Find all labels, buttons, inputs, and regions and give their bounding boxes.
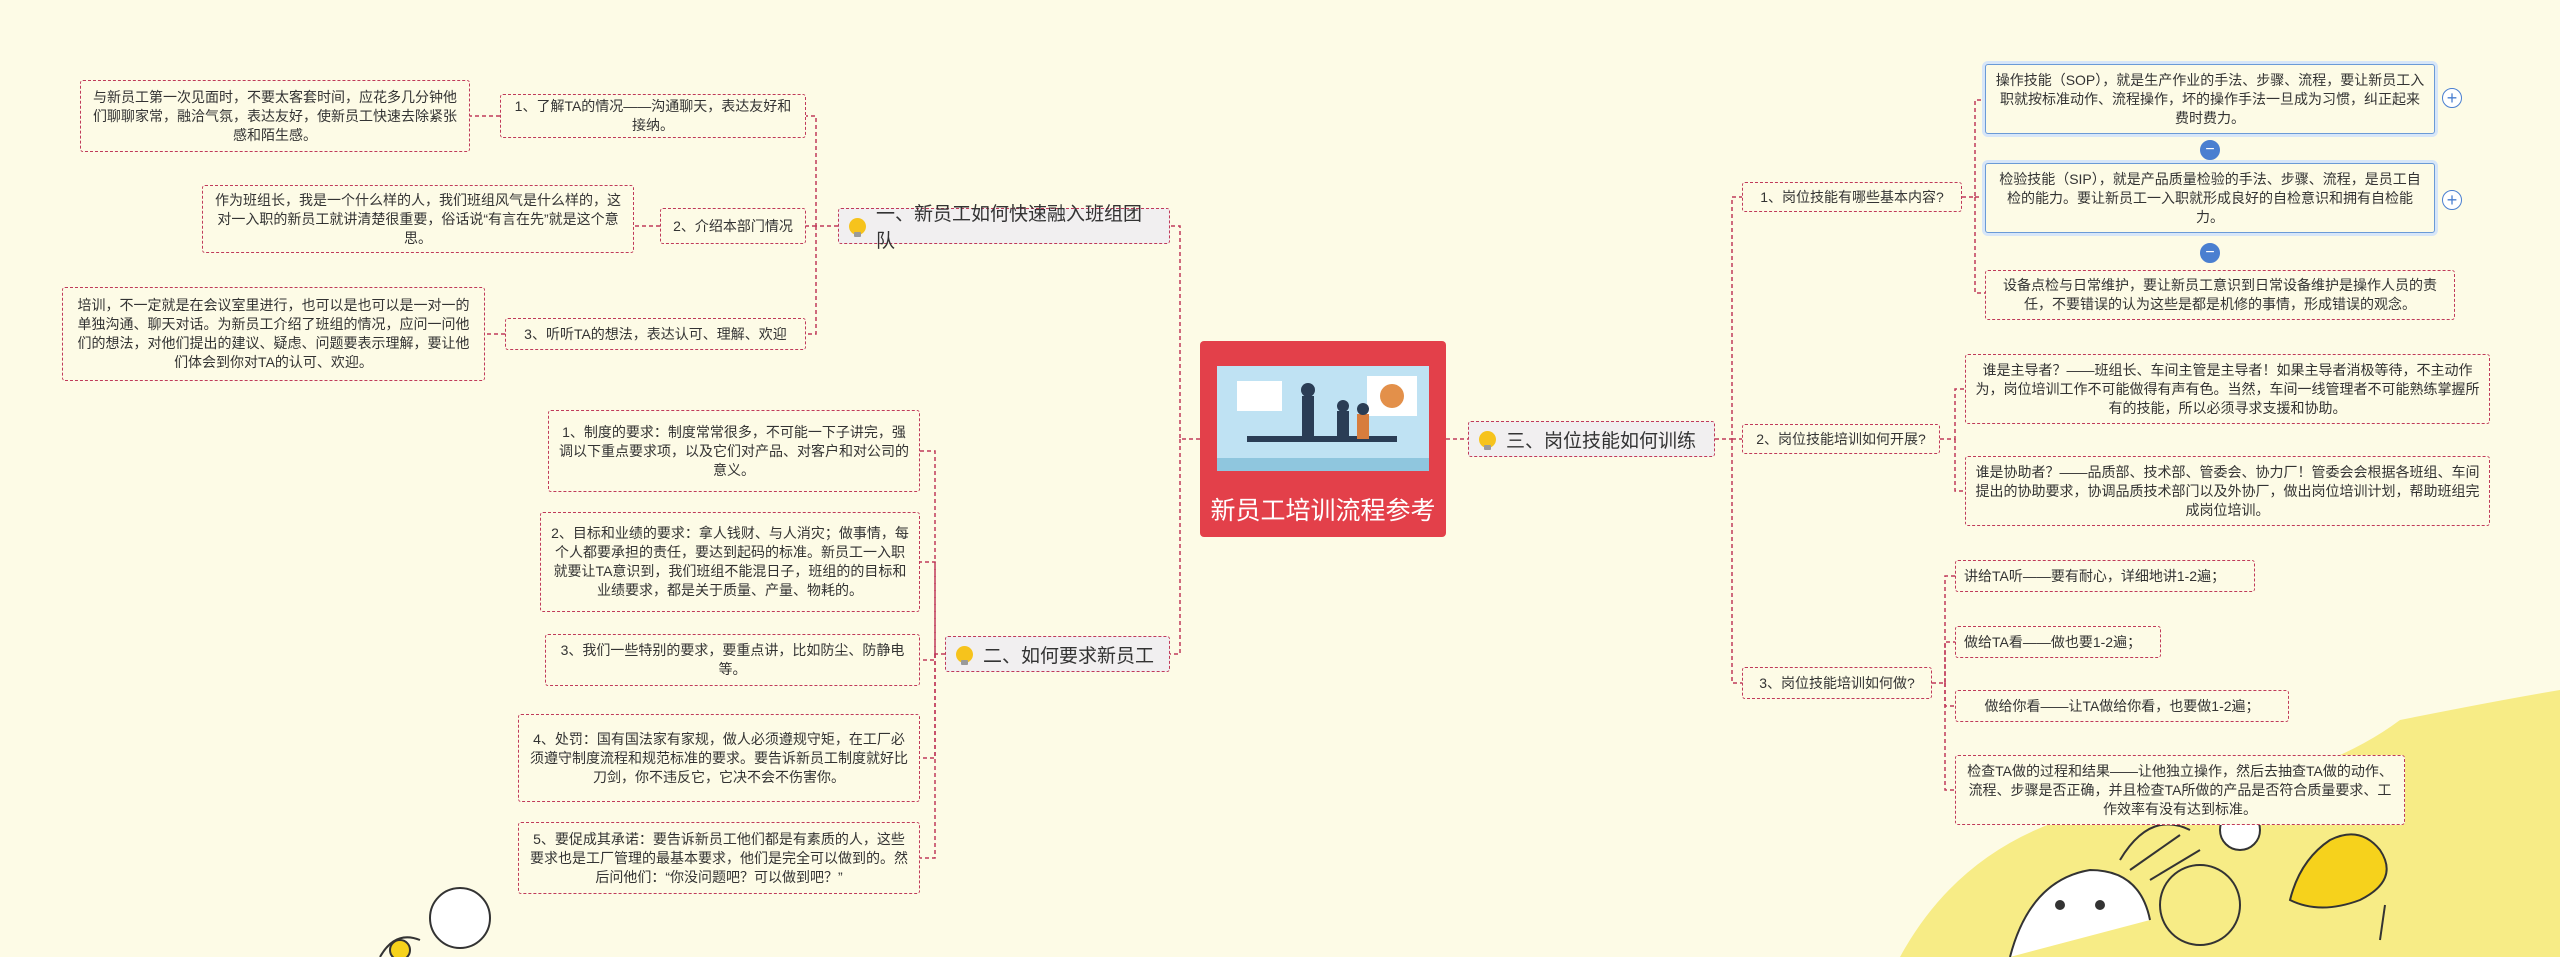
detail-sop[interactable]: 操作技能（SOP），就是生产作业的手法、步骤、流程，要让新员工入职就按标准动作、… — [1985, 64, 2435, 134]
requirement-rules[interactable]: 1、制度的要求：制度常常很多，不可能一下子讲完，强调以下重点要求项，以及它们对产… — [548, 410, 920, 492]
lightbulb-icon — [1479, 431, 1496, 448]
branch-label: 一、新员工如何快速融入班组团队 — [876, 199, 1159, 253]
detail-understand-newcomer[interactable]: 与新员工第一次见面时，不要太客套时间，应花多几分钟他们聊聊家常，融洽气氛，表达友… — [80, 80, 470, 152]
step-tell[interactable]: 讲给TA听——要有耐心，详细地讲1-2遍； — [1955, 560, 2255, 592]
requirement-goals[interactable]: 2、目标和业绩的要求：拿人钱财、与人消灾；做事情，每个人都要承担的责任，要达到起… — [540, 512, 920, 612]
detail-listen-ideas[interactable]: 培训，不一定就是在会议室里进行，也可以是也可以是一对一的单独沟通、聊天对话。为新… — [62, 287, 485, 381]
detail-leader[interactable]: 谁是主导者？——班组长、车间主管是主导者！如果主导者消极等待，不主动作为，岗位培… — [1965, 354, 2490, 424]
step-let-them-do[interactable]: 做给你看——让TA做给你看，也要做1-2遍； — [1955, 690, 2289, 722]
topic-introduce-department[interactable]: 2、介绍本部门情况 — [660, 208, 806, 244]
central-topic[interactable]: 新员工培训流程参考 — [1200, 341, 1446, 537]
topic-understand-newcomer[interactable]: 1、了解TA的情况——沟通聊天，表达友好和接纳。 — [500, 94, 806, 138]
detail-equipment[interactable]: 设备点检与日常维护，要让新员工意识到日常设备维护是操作人员的责任，不要错误的认为… — [1985, 270, 2455, 320]
lightbulb-icon — [956, 646, 973, 663]
detail-introduce-department[interactable]: 作为班组长，我是一个什么样的人，我们班组风气是什么样的，这对一入职的新员工就讲清… — [202, 185, 634, 253]
plus-circle-icon[interactable]: + — [2442, 88, 2462, 108]
central-topic-title: 新员工培训流程参考 — [1200, 491, 1446, 527]
minus-circle-icon[interactable]: − — [2200, 140, 2220, 160]
step-show[interactable]: 做给TA看——做也要1-2遍； — [1955, 626, 2161, 658]
topic-skill-content[interactable]: 1、岗位技能有哪些基本内容? — [1742, 182, 1962, 212]
step-check[interactable]: 检查TA做的过程和结果——让他独立操作，然后去抽查TA做的动作、流程、步骤是否正… — [1955, 755, 2405, 825]
plus-circle-icon[interactable]: + — [2442, 190, 2462, 210]
detail-assistant[interactable]: 谁是协助者？——品质部、技术部、管委会、协力厂！管委会会根据各班组、车间提出的协… — [1965, 456, 2490, 526]
branch-label: 二、如何要求新员工 — [983, 641, 1154, 668]
topic-listen-ideas[interactable]: 3、听听TA的想法，表达认可、理解、欢迎 — [505, 318, 806, 350]
topic-skill-how-start[interactable]: 2、岗位技能培训如何开展? — [1742, 424, 1940, 454]
branch-skill-training[interactable]: 三、岗位技能如何训练 — [1468, 421, 1715, 457]
minus-circle-icon[interactable]: − — [2200, 243, 2220, 263]
lightbulb-icon — [849, 218, 866, 235]
topic-skill-how-do[interactable]: 3、岗位技能培训如何做? — [1742, 667, 1932, 699]
branch-label: 三、岗位技能如何训练 — [1506, 426, 1696, 453]
branch-requirements[interactable]: 二、如何要求新员工 — [945, 636, 1170, 672]
requirement-special[interactable]: 3、我们一些特别的要求，要重点讲，比如防尘、防静电等。 — [545, 634, 920, 686]
meeting-illustration — [1217, 366, 1429, 471]
requirement-commitment[interactable]: 5、要促成其承诺：要告诉新员工他们都是有素质的人，这些要求也是工厂管理的最基本要… — [518, 822, 920, 894]
detail-sip[interactable]: 检验技能（SIP），就是产品质量检验的手法、步骤、流程，是员工自检的能力。要让新… — [1985, 163, 2435, 233]
branch-integrate-team[interactable]: 一、新员工如何快速融入班组团队 — [838, 208, 1170, 244]
requirement-penalty[interactable]: 4、处罚：国有国法家有家规，做人必须遵规守矩，在工厂必须遵守制度流程和规范标准的… — [518, 714, 920, 802]
